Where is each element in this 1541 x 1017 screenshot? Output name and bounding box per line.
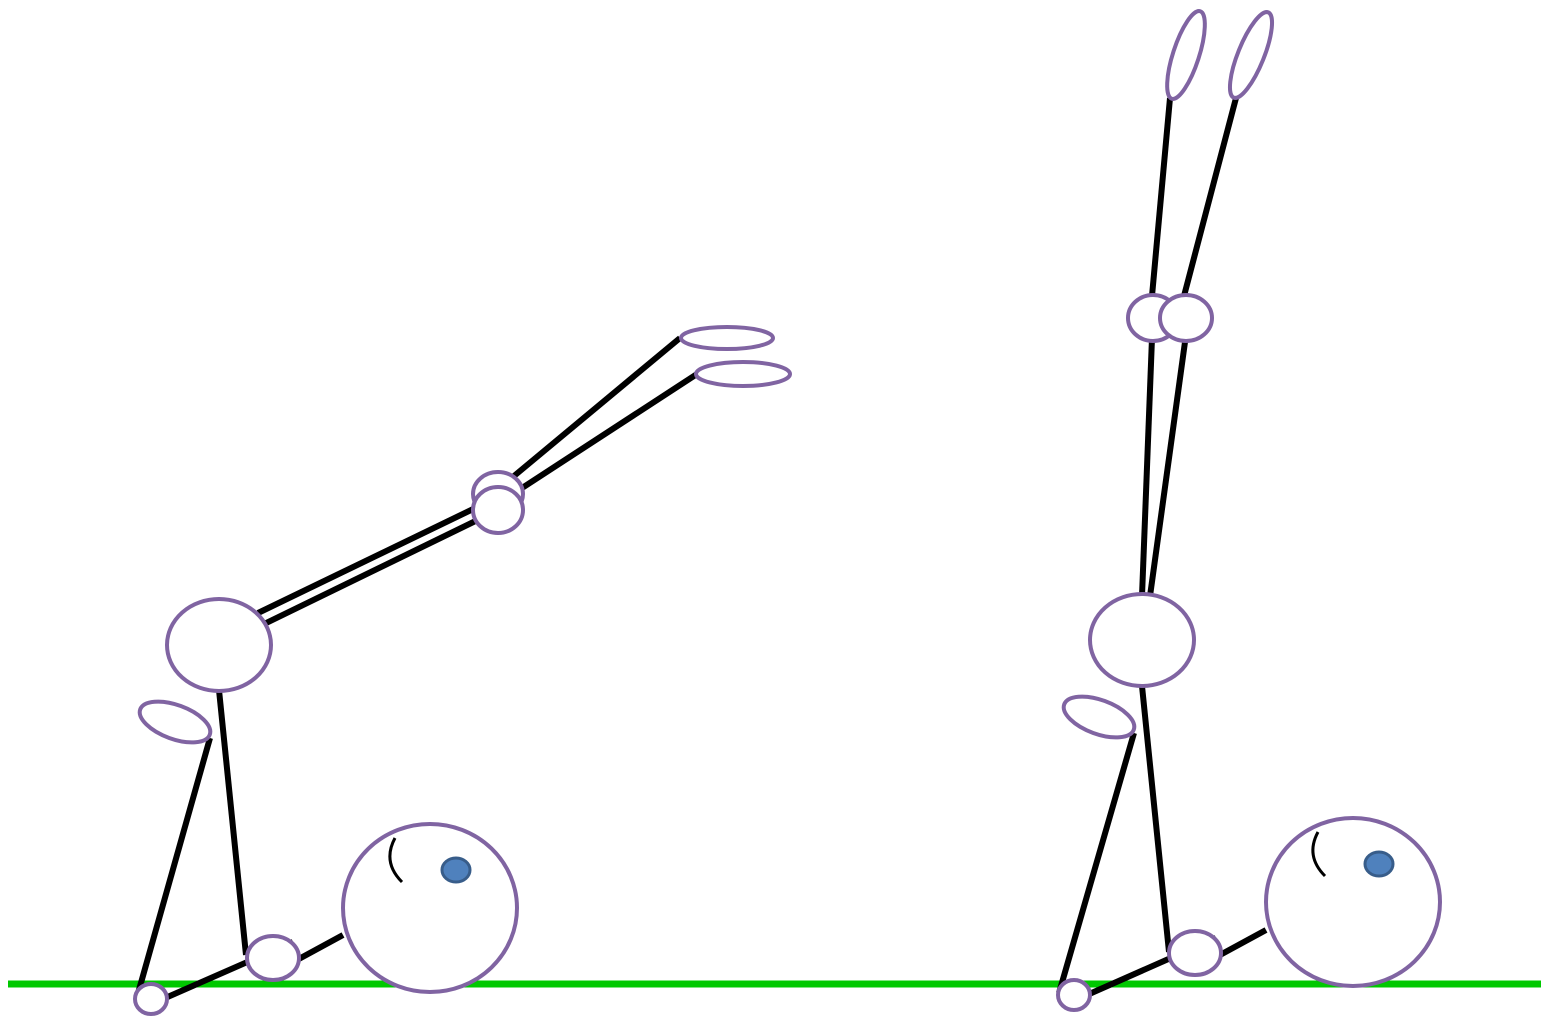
- left-figure-elbow-joint: [135, 984, 167, 1014]
- left-figure-shoulder-joint: [247, 936, 299, 980]
- right-figure-shoulder-joint: [1169, 931, 1221, 975]
- right-figure-head: [1266, 818, 1440, 986]
- right-figure-hip-joint: [1090, 594, 1194, 686]
- left-figure-knee-joint-b: [473, 487, 523, 533]
- left-figure-hand: [134, 693, 215, 750]
- left-figure-torso: [219, 690, 246, 955]
- right-figure-neck: [1220, 930, 1266, 955]
- right-figure-torso: [1142, 686, 1169, 952]
- right-figure-eye: [1365, 852, 1393, 876]
- left-figure-lower-leg-a: [514, 338, 680, 476]
- left-figure-lower-leg-b: [519, 374, 697, 490]
- right-figure-lower-leg-a: [1152, 98, 1170, 296]
- figure-left: [134, 327, 790, 1014]
- left-figure-hip-joint: [167, 599, 271, 691]
- right-figure-lower-leg-b: [1184, 98, 1236, 296]
- right-figure-hand: [1058, 688, 1139, 745]
- left-figure-upper-leg-a: [258, 497, 498, 613]
- left-figure-neck: [297, 935, 343, 960]
- right-figure-upper-leg-a: [1142, 338, 1152, 596]
- right-figure-upper-arm: [1059, 733, 1134, 993]
- left-figure-foot-a: [681, 327, 773, 349]
- left-figure-eye: [442, 858, 470, 882]
- figure-right: [1058, 7, 1440, 1010]
- left-figure-foot-b: [696, 362, 790, 386]
- right-figure-foot-b: [1222, 7, 1281, 102]
- right-figure-elbow-joint: [1058, 980, 1090, 1010]
- left-figure-head: [343, 824, 517, 992]
- right-figure-foot-a: [1159, 7, 1212, 103]
- left-figure-upper-arm: [137, 738, 210, 997]
- right-figure-knee-joint-b: [1160, 295, 1212, 341]
